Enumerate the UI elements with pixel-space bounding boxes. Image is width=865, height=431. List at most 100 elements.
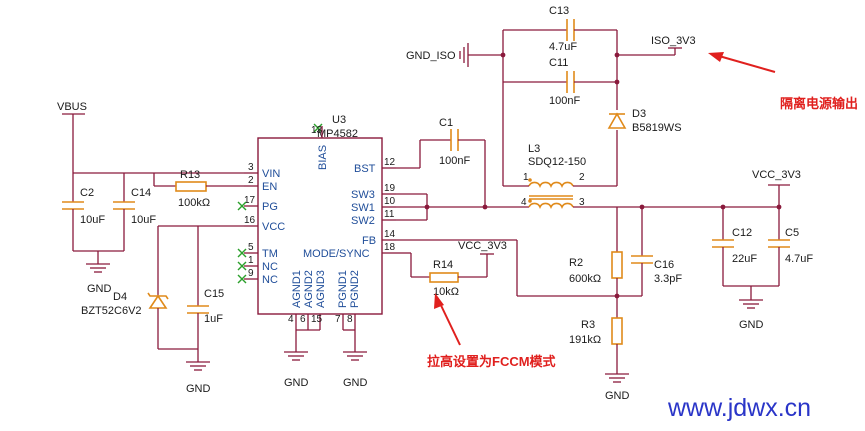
pin-num-16: 16 [244,215,256,226]
d4-value: BZT52C6V2 [81,305,142,317]
c13-value: 4.7uF [549,41,577,53]
pin-num-17: 17 [244,195,256,206]
pin-num-19: 19 [384,183,396,194]
pin-num-10: 10 [384,196,396,207]
pin-num-15: 15 [311,314,323,325]
c5-ref: C5 [785,227,799,239]
r13-value: 100kΩ [178,197,210,209]
pin-label-sw3: SW3 [351,189,375,201]
annotation-isolated-output: 隔离电源输出 [780,96,858,111]
d4-ref: D4 [113,291,127,303]
l3-pin-4: 4 [521,197,527,208]
c2-ref: C2 [80,187,94,199]
c11-value: 100nF [549,95,580,107]
c16-value: 3.3pF [654,273,682,285]
watermark: www.jdwx.cn [667,394,811,422]
vcc-3v3-label-mid: VCC_3V3 [458,240,507,252]
r14-value: 10kΩ [433,286,459,298]
pin-label-vin: VIN [262,168,280,180]
pin-label-fb: FB [362,235,376,247]
vcc-3v3-label-right: VCC_3V3 [752,169,801,181]
pin-num-14: 14 [384,229,396,240]
annotation-fccm: 拉高设置为FCCM模式 [427,354,556,369]
c5-value: 4.7uF [785,253,813,265]
junction-sw [424,204,430,210]
pin-num-3: 3 [248,162,254,173]
pin-label-nc1: NC [262,261,278,273]
pin-num-1: 1 [248,255,254,266]
c15-ref: C15 [204,288,224,300]
pin-label-bias: BIAS [317,145,329,170]
gnd-label-input: GND [87,283,112,295]
pin-num-13: 13 [311,125,323,136]
gnd-label-pgnd: GND [343,377,368,389]
gnd-label-fb: GND [605,390,630,402]
c1-ref: C1 [439,117,453,129]
pin-label-agnd1: AGND1 [291,270,303,308]
pin-label-pgnd1: PGND1 [337,270,349,308]
r2-value: 600kΩ [569,273,601,285]
pin-num-5: 5 [248,242,254,253]
gnd-label-agnd: GND [284,377,309,389]
pin-num-6: 6 [300,314,306,325]
pin-num-9: 9 [248,268,254,279]
ic-body [257,137,383,315]
d3-value: B5819WS [632,122,682,134]
junction-bst [482,204,488,210]
pin-label-en: EN [262,181,277,193]
r2-body [611,251,623,279]
pin-num-11: 11 [384,209,395,220]
junction-iso2 [614,79,620,85]
no-connect-marks [237,123,323,284]
r14-body [429,272,459,283]
d4-zener [147,292,169,309]
c11-ref: C11 [549,57,568,69]
pin-num-2: 2 [248,175,254,186]
c12-ref: C12 [732,227,752,239]
c12-value: 22uF [732,253,757,265]
pin-label-pg: PG [262,201,278,213]
r3-body [611,317,623,345]
gnd-symbol-vcc [186,361,210,371]
l3-value: SDQ12-150 [528,156,586,168]
pin-num-4: 4 [288,314,294,325]
l3-pin-1: 1 [523,172,529,183]
pin-label-sw1: SW1 [351,202,375,214]
c15-value: 1uF [204,313,223,325]
pin-label-tm: TM [262,248,278,260]
ic-right-pins: BST SW3 SW1 SW2 FB MODE/SYNC 12 19 10 11… [303,157,396,260]
ic-part: MP4582 [317,128,358,140]
pin-label-agnd2: AGND2 [303,270,315,308]
c2-value: 10uF [80,214,105,226]
pin-label-vcc: VCC [262,221,285,233]
pin-label-agnd3: AGND3 [315,270,327,308]
pin-num-18: 18 [384,242,396,253]
pin-num-12: 12 [384,157,396,168]
pin-label-mode: MODE/SYNC [303,248,370,260]
l3-pin-2: 2 [579,172,585,183]
pin-label-pgnd2: PGND2 [349,270,361,308]
r14-ref: R14 [433,259,453,271]
arrow-isolated-output [708,52,776,73]
gnd-label-vcc: GND [186,383,211,395]
l3-coupled-inductor [528,178,574,209]
gnd-label-output: GND [739,319,764,331]
gnd-symbol-fb [605,373,629,383]
r3-ref: R3 [581,319,595,331]
ic-ref: U3 [332,114,346,126]
pin-label-sw2: SW2 [351,215,375,227]
r3-value: 191kΩ [569,334,601,346]
gnd-symbol-input [86,263,110,273]
r13-ref: R13 [180,169,200,181]
pin-label-bst: BST [354,163,376,175]
l3-ref: L3 [528,143,540,155]
gnd-symbol-agnd [284,351,308,361]
c14-value: 10uF [131,214,156,226]
pin-num-7: 7 [335,314,341,325]
arrow-fccm [434,293,461,346]
c16-ref: C16 [654,259,674,271]
l3-pin-3: 3 [579,197,585,208]
gnd-symbol-pgnd [343,351,367,361]
gnd-iso-symbol [459,43,469,67]
